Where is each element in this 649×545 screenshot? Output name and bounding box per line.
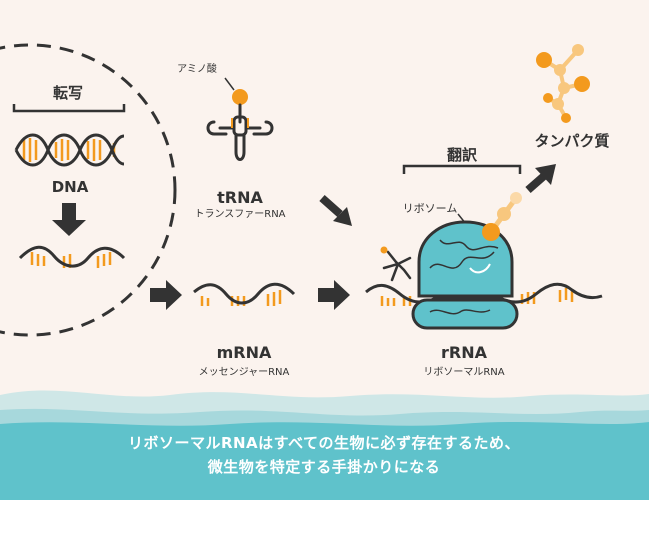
trna-label: tRNA [217,188,263,207]
caption-line-1: リボソーマルRNAはすべての生物に必ず存在するため、 [128,434,520,452]
nucleus-dashed-circle [0,43,177,337]
trna-anticodon [231,118,249,128]
mrna-sublabel: メッセンジャーRNA [199,366,290,378]
up-right-arrow-icon [525,164,556,194]
dna-helix [14,133,125,167]
amino-acid-pointer [224,77,235,91]
small-trna-icon [382,250,412,282]
dna-label: DNA [52,178,89,196]
diagonal-arrow-icon [319,195,352,226]
rrna-label: rRNA [441,343,488,362]
right-arrow-icon-1 [150,280,182,310]
wave-teal [0,422,649,500]
trna-sublabel: トランスファーRNA [194,208,285,220]
amino-acid-dot [232,89,248,105]
caption-line-2: 微生物を特定する手掛かりになる [207,458,441,476]
mrna-strand [193,282,296,306]
right-arrow-icon-2 [318,280,350,310]
protein-molecule [536,44,590,123]
rna-strand-nucleus [18,245,126,268]
ribosome-mrna-strand [365,282,603,306]
protein-label: タンパク質 [534,132,609,150]
transcription-bracket [12,104,126,113]
growing-protein-chain [482,192,522,241]
rrna-sublabel: リボソーマルRNA [423,366,504,378]
translation-label: 翻訳 [447,146,478,164]
small-trna-amino-dot [380,246,388,254]
ribosome-small-subunit [411,298,519,330]
mrna-label: mRNA [217,343,272,362]
down-arrow-icon [52,203,86,236]
translation-bracket [402,164,522,174]
amino-acid-label: アミノ酸 [177,62,217,75]
ribosome-label: リボソーム [403,202,458,215]
transcription-label: 転写 [53,84,83,102]
